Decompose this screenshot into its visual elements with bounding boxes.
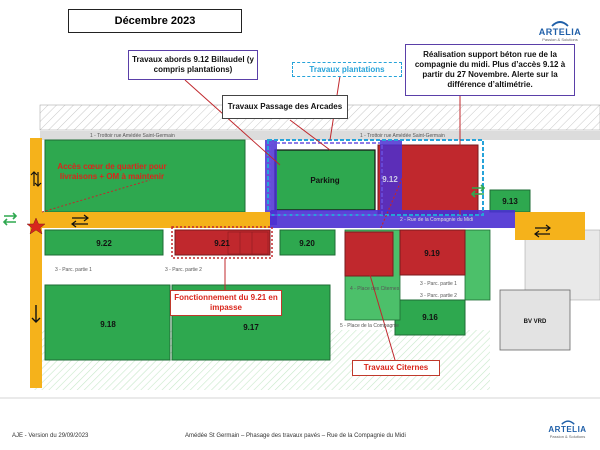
- lot-9-19: [399, 229, 466, 276]
- label-9-13: 9.13: [502, 197, 518, 206]
- bv-vrd-block: [499, 289, 571, 351]
- callout-passage: Travaux Passage des Arcades: [222, 95, 348, 119]
- street-compagnie-5: 5 - Place de la Compagnie: [340, 323, 399, 329]
- label-parking: Parking: [310, 176, 339, 185]
- label-9-18: 9.18: [100, 320, 116, 329]
- label-9-12: 9.12: [382, 175, 398, 184]
- passage-outline: [269, 142, 383, 216]
- sidewalk-strip-top: [40, 131, 600, 140]
- traffic-arrows-icon: [71, 214, 89, 228]
- lot-9-22: [44, 229, 164, 256]
- artelia-logo-icon: [560, 420, 575, 425]
- brand-bottom: ARTELIA Passion & Solutions: [540, 418, 595, 439]
- traffic-arrows-icon: [30, 171, 42, 187]
- callout-acces: Accès cœur de quartier pour livraisons +…: [57, 162, 167, 181]
- brand-name: ARTELIA: [538, 27, 582, 37]
- page-title: Décembre 2023: [68, 9, 242, 33]
- street-compagnie: 2 - Rue de la Compagnie du Midi: [400, 217, 473, 223]
- impasse-outline: [171, 226, 273, 259]
- lot-9-21: [174, 229, 271, 256]
- street-trottoir-2: 1 - Trottoir rue Amédée Saint-Germain: [360, 133, 445, 139]
- road-left-vertical: [30, 138, 42, 388]
- label-9-21: 9.21: [214, 239, 230, 248]
- road-main: [30, 212, 270, 228]
- label-9-20: 9.20: [299, 239, 315, 248]
- red-dotted-line: [379, 159, 411, 231]
- label-9-16: 9.16: [422, 313, 438, 322]
- brand-name-bottom: ARTELIA: [548, 425, 587, 434]
- works-blue-road: [270, 210, 515, 228]
- lot-9-16: [394, 299, 466, 336]
- street-parc-1: 3 - Parc. partie 1: [55, 267, 92, 273]
- lot-9-20: [279, 229, 336, 256]
- callout-beton: Réalisation support béton rue de la comp…: [405, 44, 575, 96]
- callout-plantations: Travaux plantations: [292, 62, 402, 77]
- artelia-logo-icon: [551, 21, 569, 27]
- leader-billaudel: [184, 79, 281, 166]
- footer-subject: Amédée St Germain – Phasage des travaux …: [185, 433, 406, 439]
- street-citernes: 4 - Place des Citernes: [350, 286, 400, 292]
- works-blue-column: [380, 140, 402, 212]
- brand-tagline-bottom: Passion & Solutions: [549, 434, 586, 439]
- street-parc-2: 3 - Parc. partie 2: [165, 267, 202, 273]
- callout-citernes: Travaux Citernes: [352, 360, 440, 376]
- plantation-outline: [267, 139, 484, 216]
- brand-tagline: Passion & Solutions: [542, 37, 578, 42]
- lot-red-small: [344, 231, 394, 277]
- street-parc-1b: 3 - Parc. partie 1: [420, 281, 457, 287]
- callout-billaudel: Travaux abords 9.12 Billaudel (y compris…: [128, 50, 258, 80]
- label-bv-vrd: BV VRD: [524, 319, 547, 325]
- footer-version: AJE - Version du 29/09/2023: [12, 433, 89, 439]
- leader-passage: [289, 119, 331, 151]
- street-parc-2b: 3 - Parc. partie 2: [420, 293, 457, 299]
- street-trottoir-1: 1 - Trottoir rue Amédée Saint-Germain: [90, 133, 175, 139]
- leader-citernes: [369, 274, 396, 361]
- grey-zone-right: [524, 229, 600, 301]
- label-9-19: 9.19: [424, 249, 440, 258]
- stair-strip-1: [227, 231, 269, 255]
- star-marker-icon: [26, 217, 46, 235]
- callout-impasse: Fonctionnement du 9.21 en impasse: [170, 290, 282, 316]
- green-arrows-icon: [470, 184, 486, 198]
- road-right: [515, 212, 585, 240]
- green-arrows-icon: [2, 212, 18, 226]
- label-9-22: 9.22: [96, 239, 112, 248]
- acces-dotted-path: [41, 179, 151, 213]
- lot-9-18: [44, 284, 171, 361]
- label-9-17: 9.17: [243, 323, 259, 332]
- down-arrow-icon: [31, 305, 41, 323]
- lot-green-right: [464, 229, 491, 301]
- traffic-arrows-icon: [534, 224, 551, 238]
- brand-top: ARTELIA Passion & Solutions: [530, 18, 590, 42]
